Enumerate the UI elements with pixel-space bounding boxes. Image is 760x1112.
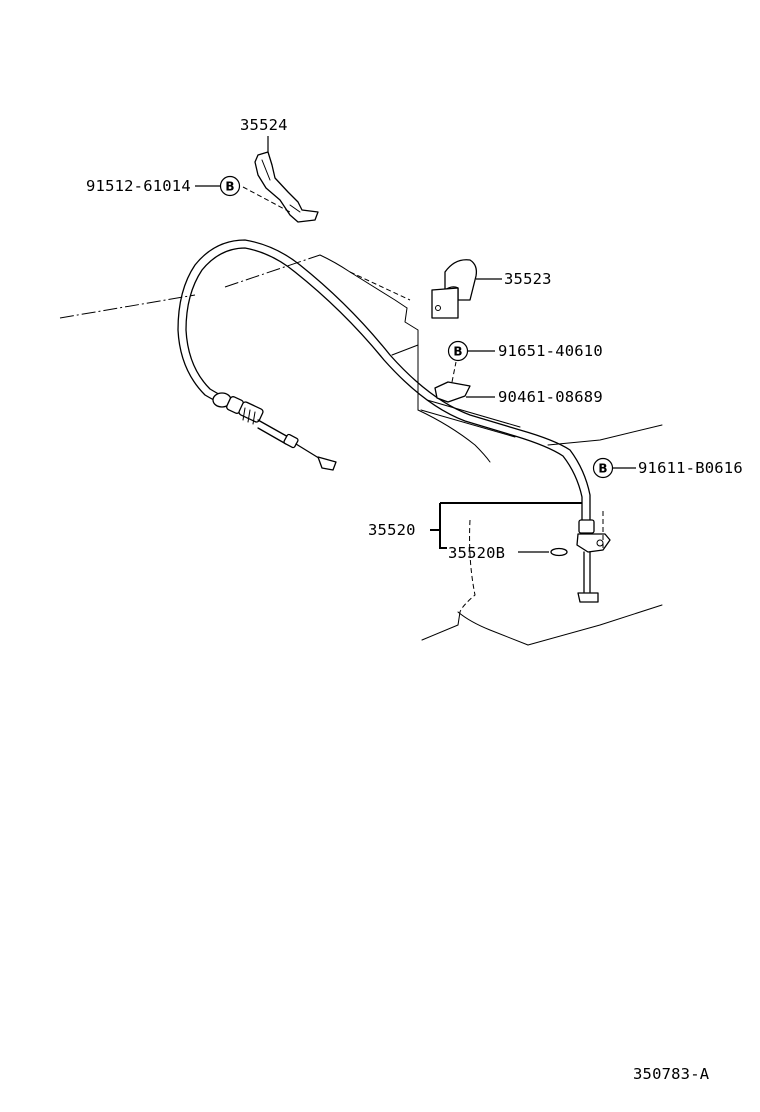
svg-text:B: B <box>453 345 462 359</box>
cable-end-fitting <box>212 392 337 471</box>
bolt-marker-1: B <box>219 175 241 197</box>
label-35520: 35520 <box>368 521 416 539</box>
label-91651-40610: 91651-40610 <box>498 342 603 360</box>
label-91611-B0616: 91611-B0616 <box>638 459 743 477</box>
svg-text:B: B <box>225 180 234 194</box>
bracket-35524 <box>242 151 319 223</box>
label-35524: 35524 <box>240 116 288 134</box>
clamp-90461 <box>434 361 471 403</box>
cable-assembly <box>177 239 611 603</box>
leader-lines <box>195 136 636 553</box>
clip-35523 <box>431 259 478 319</box>
label-35520B: 35520B <box>448 544 505 562</box>
cable-lower-end <box>576 508 611 603</box>
ring-35520B <box>550 547 568 557</box>
figure-code: 350783-A <box>633 1065 710 1083</box>
bolt-marker-2: B <box>447 340 469 362</box>
label-90461-08689: 90461-08689 <box>498 388 603 406</box>
body-outline <box>59 254 663 646</box>
bolt-marker-3: B <box>592 457 614 479</box>
label-35523: 35523 <box>504 270 552 288</box>
svg-text:B: B <box>598 462 607 476</box>
label-91512-61014: 91512-61014 <box>86 177 191 195</box>
